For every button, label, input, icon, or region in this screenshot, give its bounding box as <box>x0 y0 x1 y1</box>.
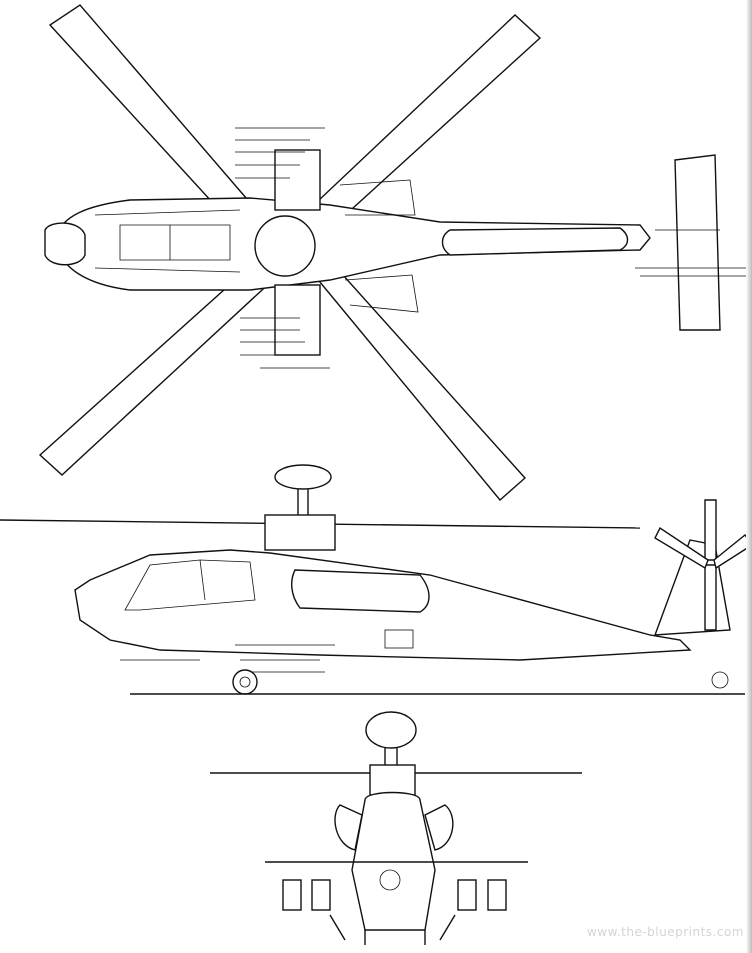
engine-nacelle-side <box>291 569 430 613</box>
rotor-mast-front <box>384 748 398 765</box>
watermark: www.the-blueprints.com <box>586 925 744 939</box>
engine-right-front <box>424 804 454 851</box>
tail-rotor-side <box>654 499 752 631</box>
equipment-bay-side <box>384 629 414 649</box>
tail-wheel-side <box>711 671 729 689</box>
stub-wing-right <box>274 284 321 356</box>
landing-gear-front <box>329 914 456 945</box>
rotor-mast-side <box>297 489 309 515</box>
rotor-blade-sw <box>38 261 277 476</box>
rotor-blade-se <box>309 253 526 502</box>
engine-left-front <box>334 804 363 851</box>
stub-wing-left <box>274 149 321 211</box>
canopy-side <box>124 559 256 611</box>
main-wheel-hub-side <box>239 676 251 688</box>
weapon-pylons-front <box>282 879 507 911</box>
page-edge-shadow <box>746 0 752 953</box>
front-view <box>210 711 582 945</box>
fuselage-front <box>351 791 436 931</box>
tail-rotor-top <box>635 229 752 277</box>
top-view <box>38 4 752 502</box>
mast-mounted-radar-side <box>274 464 332 490</box>
tail-boom-fairing <box>441 227 629 256</box>
engine-nacelles-top <box>339 179 419 313</box>
main-wheel-side <box>232 669 258 695</box>
chin-sensor-front <box>379 869 401 891</box>
fuselage-top <box>54 197 651 291</box>
cockpit-frame-top <box>94 209 241 273</box>
rotor-hub <box>254 215 316 277</box>
side-view <box>0 464 752 695</box>
tail-stabilizer <box>674 154 721 331</box>
nose-sensor-top <box>44 222 86 266</box>
rotor-blade-ne <box>298 14 542 239</box>
weapon-racks-side <box>120 644 335 673</box>
mast-mounted-radar-front <box>365 711 417 749</box>
missile-racks <box>235 127 330 369</box>
rotor-head-front <box>369 764 416 796</box>
rotor-head-side <box>264 514 336 551</box>
